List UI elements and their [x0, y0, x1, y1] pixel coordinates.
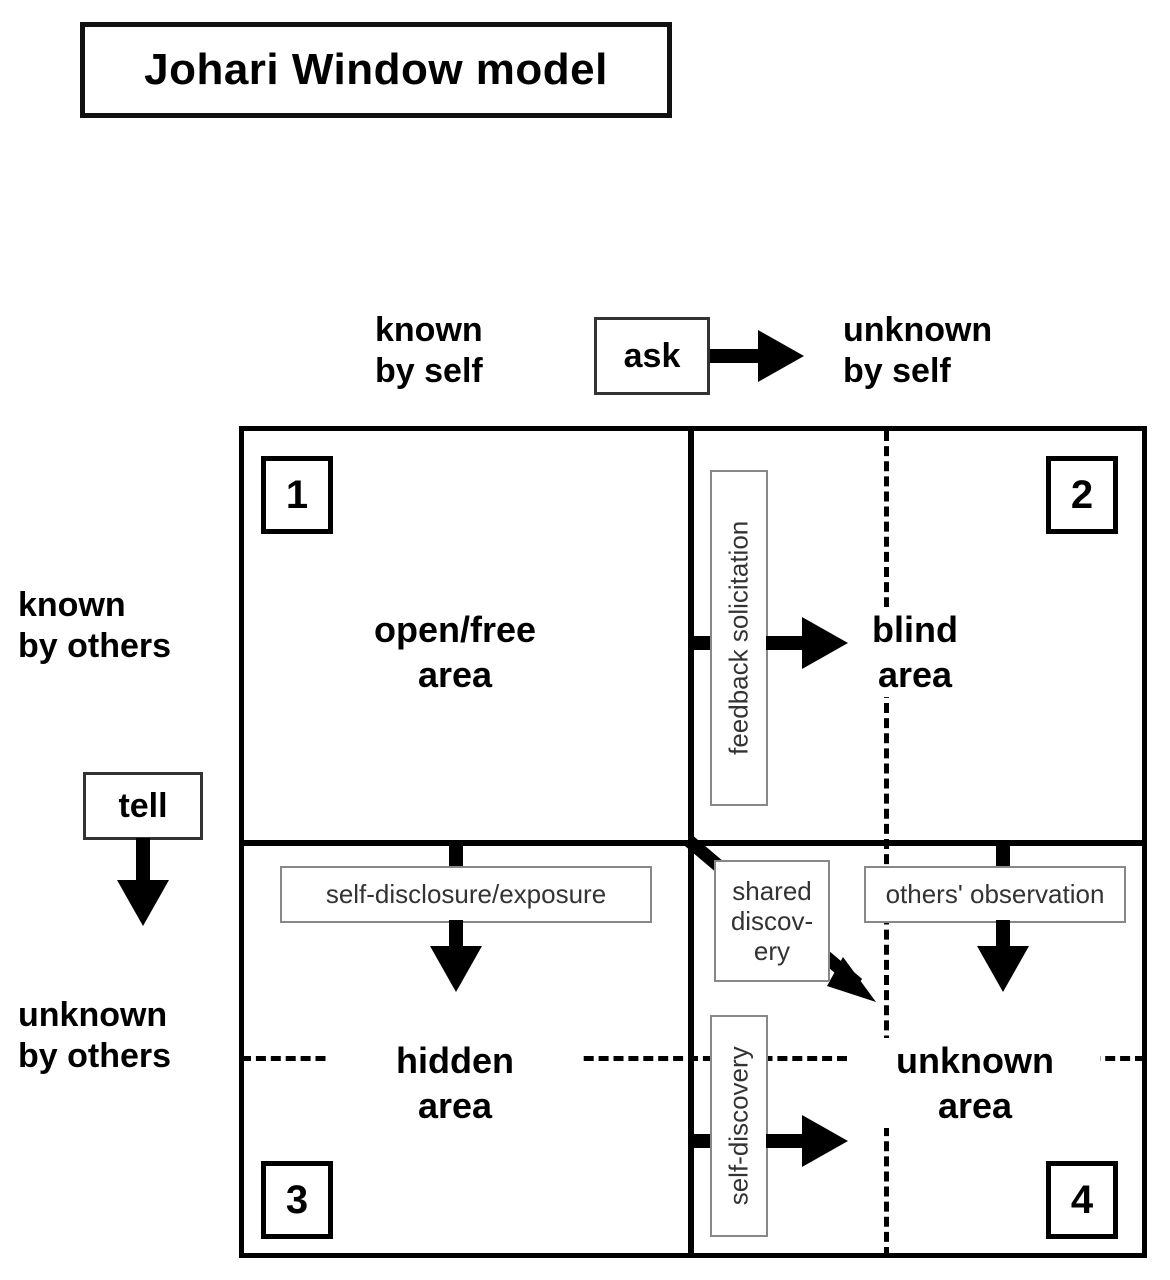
quadrant-title-open-free-area: open/free area	[330, 607, 580, 697]
feedback-arrow-head-icon	[802, 617, 848, 669]
feedback-solicitation-box: feedback solicitation	[710, 470, 768, 806]
dashed-horizontal-guide	[241, 1056, 1145, 1061]
self-discovery-box: self-discovery	[710, 1015, 768, 1237]
tell-arrow-shaft	[136, 838, 150, 884]
feedback-solicitation-label: feedback solicitation	[723, 520, 754, 756]
self-discovery-arrow-head-icon	[802, 1115, 848, 1167]
quadrant-title-hidden-area: hidden area	[330, 1038, 580, 1128]
tell-label: tell	[118, 786, 168, 825]
quadrant-number-2: 2	[1046, 456, 1118, 534]
self-discovery-label: self-discovery	[723, 1046, 754, 1206]
tell-box[interactable]: tell	[83, 772, 203, 840]
ask-box[interactable]: ask	[594, 317, 710, 395]
self-disclosure-arrow-shaft-2	[449, 920, 463, 950]
others-observation-box: others' observation	[864, 866, 1126, 923]
axis-label-unknown-by-self: unknown by self	[843, 311, 993, 391]
title-box: Johari Window model	[80, 22, 672, 118]
tell-arrow-head-icon	[117, 880, 169, 926]
dashed-vertical-guide	[884, 431, 889, 1257]
ask-arrow-head-icon	[758, 330, 804, 382]
axis-label-known-by-others: known by others	[18, 586, 172, 666]
others-observation-arrow-head-icon	[977, 946, 1029, 992]
ask-label: ask	[623, 336, 681, 375]
feedback-arrow-shaft-2	[766, 636, 804, 650]
others-observation-label: others' observation	[885, 878, 1105, 909]
self-discovery-arrow-shaft-2	[766, 1134, 804, 1148]
quadrant-number-3: 3	[261, 1161, 333, 1239]
quadrant-number-4: 4	[1046, 1161, 1118, 1239]
axis-label-unknown-by-others: unknown by others	[18, 996, 172, 1076]
ask-arrow-shaft	[710, 349, 760, 363]
axis-label-known-by-self: known by self	[375, 311, 483, 391]
shared-discovery-box: shared discov- ery	[714, 860, 830, 982]
self-disclosure-box: self-disclosure/exposure	[280, 866, 652, 923]
self-disclosure-arrow-head-icon	[430, 946, 482, 992]
shared-discovery-label: shared discov- ery	[730, 875, 814, 967]
quadrant-number-1: 1	[261, 456, 333, 534]
self-disclosure-label: self-disclosure/exposure	[325, 878, 607, 909]
page-title: Johari Window model	[144, 45, 608, 94]
quadrant-title-unknown-area: unknown area	[850, 1038, 1100, 1128]
others-observation-arrow-shaft-2	[996, 920, 1010, 950]
